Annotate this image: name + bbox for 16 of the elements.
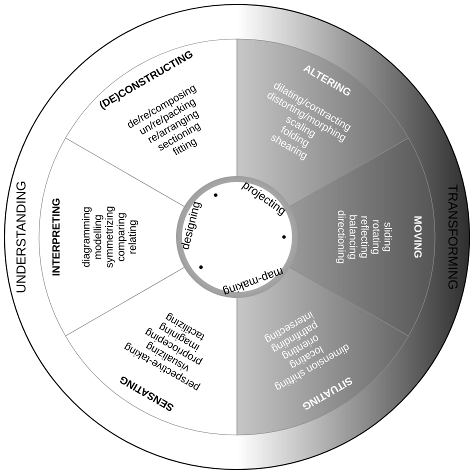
term-list: sliding rotating reflecting balancing directioning [336, 210, 392, 264]
node-label: directioning [336, 210, 346, 264]
node-label: modelling [94, 215, 104, 259]
node-label: relating [128, 220, 138, 254]
sector-heading: MOVING [414, 216, 422, 258]
node-label: comparing [116, 213, 126, 262]
ring-label: UNDERSTANDING [16, 182, 26, 292]
node-label: balancing [348, 215, 358, 259]
node-label: sliding [382, 222, 392, 252]
term-list: diagramming modelling symmetrizing comparing relating [82, 206, 138, 268]
node-label: diagramming [82, 207, 92, 267]
node-label: rotating [370, 220, 380, 254]
sector-heading: INTERPRETING [52, 198, 60, 276]
node-label: reflecting [359, 216, 369, 258]
node-label: symmetrizing [105, 206, 115, 268]
ring-label: TRANSFORMING [448, 184, 458, 289]
